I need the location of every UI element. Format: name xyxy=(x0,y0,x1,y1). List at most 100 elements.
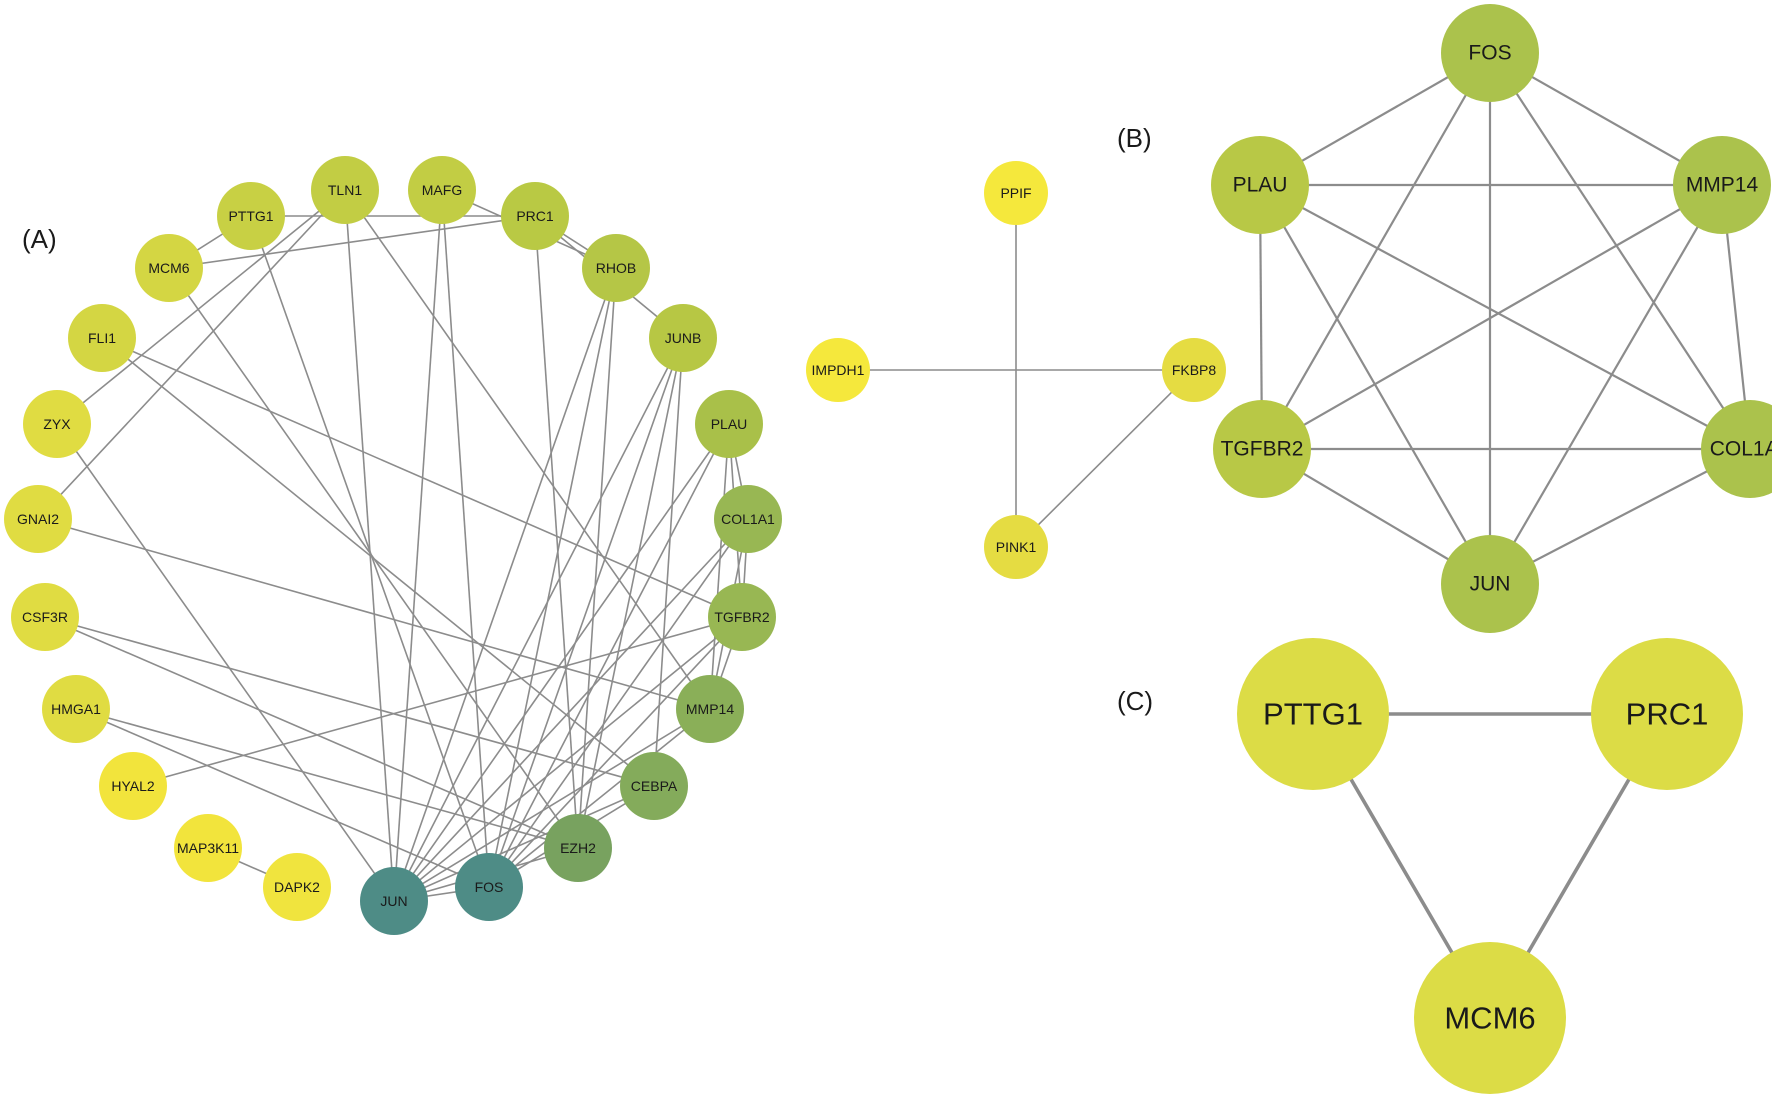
edge-junb-fos xyxy=(488,337,684,888)
edge-fos-col1a1 xyxy=(1489,52,1751,450)
node-label: PRC1 xyxy=(516,208,554,224)
node-circle xyxy=(99,752,167,820)
node-circle xyxy=(544,814,612,882)
node-circle xyxy=(695,390,763,458)
node-circle xyxy=(582,234,650,302)
node-prc1[interactable]: PRC1 xyxy=(1591,638,1743,790)
edge-fkbp8-pink1 xyxy=(1015,369,1195,548)
node-label: FOS xyxy=(475,879,504,895)
node-ezh2[interactable]: EZH2 xyxy=(544,814,612,882)
node-gnai2[interactable]: GNAI2 xyxy=(4,485,72,553)
node-jun[interactable]: JUN xyxy=(1441,535,1539,633)
node-label: PLAU xyxy=(711,416,748,432)
node-cebpa[interactable]: CEBPA xyxy=(620,752,688,820)
node-label: PTTG1 xyxy=(1263,697,1363,732)
node-hyal2[interactable]: HYAL2 xyxy=(99,752,167,820)
edge-pttg1-fos xyxy=(250,215,490,888)
node-label: FLI1 xyxy=(88,330,116,346)
node-tgfbr2[interactable]: TGFBR2 xyxy=(1213,400,1311,498)
node-label: PPIF xyxy=(1000,185,1031,201)
node-label: CEBPA xyxy=(631,778,678,794)
edge-plau-mmp14 xyxy=(709,423,730,710)
node-fos[interactable]: FOS xyxy=(1441,4,1539,102)
edge-jun-plau xyxy=(1259,184,1491,585)
node-plau[interactable]: PLAU xyxy=(1211,136,1309,234)
edge-mcm6-prc1 xyxy=(168,215,536,269)
edge-junb-ezh2 xyxy=(577,337,684,849)
node-label: PTTG1 xyxy=(228,208,273,224)
node-circle xyxy=(1441,535,1539,633)
node-mcm6[interactable]: MCM6 xyxy=(135,234,203,302)
node-tgfbr2[interactable]: TGFBR2 xyxy=(708,583,776,651)
node-col1a1[interactable]: COL1A1 xyxy=(714,485,782,553)
node-tln1[interactable]: TLN1 xyxy=(311,156,379,224)
edges-b1 xyxy=(838,193,1195,548)
edge-mmp14-jun xyxy=(1489,184,1723,585)
node-circle xyxy=(806,338,870,402)
node-col1a1[interactable]: COL1A1 xyxy=(1701,400,1772,498)
node-map3k11[interactable]: MAP3K11 xyxy=(174,814,242,882)
panel-label-a: (A) xyxy=(22,224,57,254)
node-label: MMP14 xyxy=(686,701,734,717)
node-label: MAP3K11 xyxy=(177,840,239,856)
edge-csf3r-cebpa xyxy=(44,616,655,787)
edges-b xyxy=(1258,52,1752,585)
edge-fos-tgfbr2 xyxy=(1261,52,1491,450)
node-label: JUNB xyxy=(665,330,702,346)
node-mcm6[interactable]: MCM6 xyxy=(1414,942,1566,1094)
node-mmp14[interactable]: MMP14 xyxy=(676,675,744,743)
node-label: COL1A1 xyxy=(721,511,775,527)
edge-mafg-fos xyxy=(441,189,490,888)
node-fkbp8[interactable]: FKBP8 xyxy=(1162,338,1226,402)
node-label: JUN xyxy=(380,893,407,909)
node-pttg1[interactable]: PTTG1 xyxy=(1237,638,1389,790)
node-label: RHOB xyxy=(596,260,636,276)
node-jun[interactable]: JUN xyxy=(360,867,428,935)
node-rhob[interactable]: RHOB xyxy=(582,234,650,302)
node-mafg[interactable]: MAFG xyxy=(408,156,476,224)
node-hmga1[interactable]: HMGA1 xyxy=(42,675,110,743)
node-ppif[interactable]: PPIF xyxy=(984,161,1048,225)
node-circle xyxy=(1211,136,1309,234)
node-plau[interactable]: PLAU xyxy=(695,390,763,458)
node-csf3r[interactable]: CSF3R xyxy=(11,583,79,651)
node-mmp14[interactable]: MMP14 xyxy=(1673,136,1771,234)
edge-junb-cebpa xyxy=(653,337,684,787)
node-circle xyxy=(1213,400,1311,498)
node-impdh1[interactable]: IMPDH1 xyxy=(806,338,870,402)
node-circle xyxy=(135,234,203,302)
node-pink1[interactable]: PINK1 xyxy=(984,515,1048,579)
node-circle xyxy=(42,675,110,743)
node-circle xyxy=(360,867,428,935)
node-pttg1[interactable]: PTTG1 xyxy=(217,182,285,250)
node-fli1[interactable]: FLI1 xyxy=(68,304,136,372)
node-prc1[interactable]: PRC1 xyxy=(501,182,569,250)
edge-tgfbr2-hyal2 xyxy=(132,616,743,787)
node-circle xyxy=(217,182,285,250)
edge-rhob-jun xyxy=(393,267,617,902)
node-zyx[interactable]: ZYX xyxy=(23,390,91,458)
node-circle xyxy=(455,853,523,921)
panel-b: (B)FOSMMP14COL1A1JUNTGFBR2PLAU xyxy=(1117,4,1772,633)
edge-cebpa-jun xyxy=(393,785,655,902)
node-circle xyxy=(263,853,331,921)
node-label: EZH2 xyxy=(560,840,596,856)
node-label: FKBP8 xyxy=(1172,362,1217,378)
node-circle xyxy=(1701,400,1772,498)
node-dapk2[interactable]: DAPK2 xyxy=(263,853,331,921)
edge-mafg-jun xyxy=(393,189,443,902)
node-fos[interactable]: FOS xyxy=(455,853,523,921)
node-label: PRC1 xyxy=(1626,697,1709,732)
node-junb[interactable]: JUNB xyxy=(649,304,717,372)
node-circle xyxy=(4,485,72,553)
node-circle xyxy=(68,304,136,372)
edge-col1a1-plau xyxy=(1259,184,1751,450)
node-circle xyxy=(620,752,688,820)
node-label: PINK1 xyxy=(996,539,1037,555)
nodes-b: FOS MMP14COL1A1JUN TGFBR2 PLAU xyxy=(1211,4,1772,633)
node-circle xyxy=(708,583,776,651)
node-label: MCM6 xyxy=(1444,1001,1535,1036)
